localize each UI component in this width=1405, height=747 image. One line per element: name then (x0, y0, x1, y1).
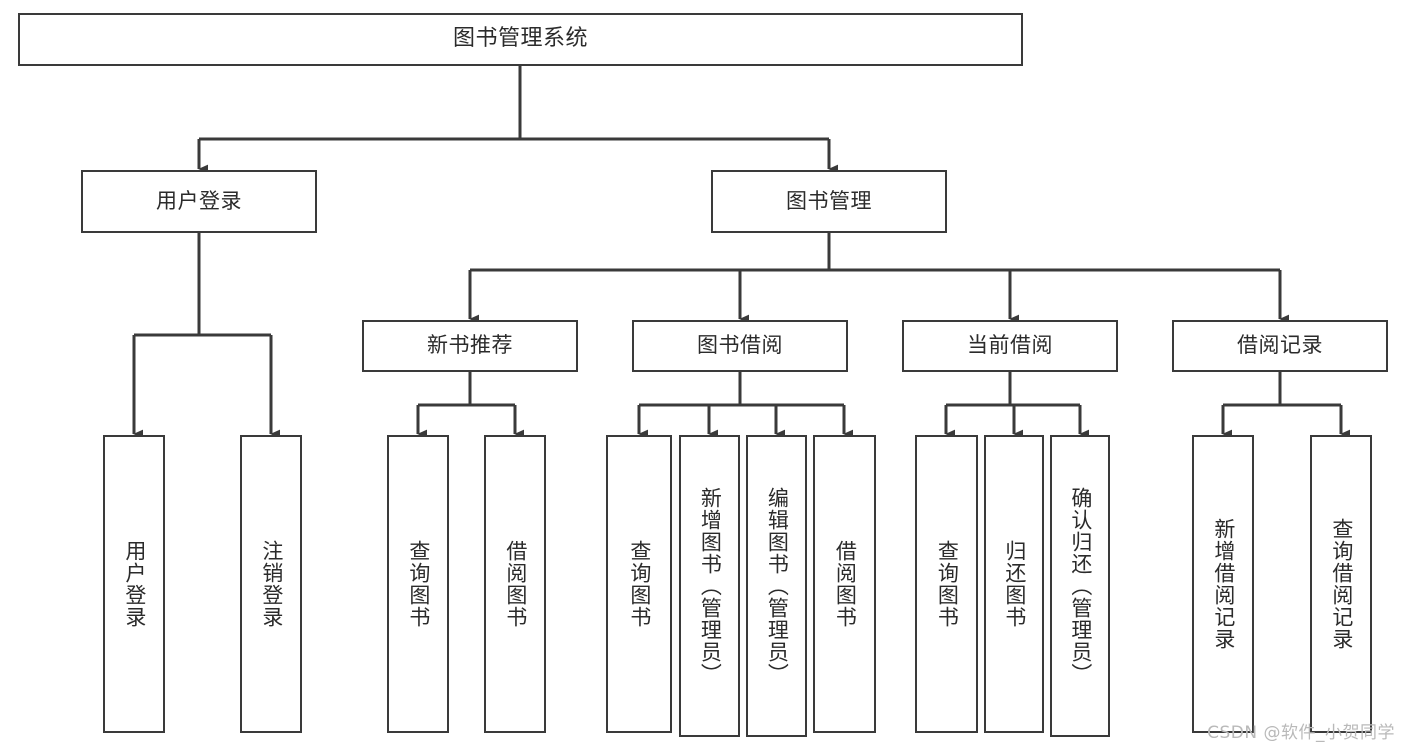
tree-connectors (132, 66, 1351, 439)
node-leaf-3[interactable]: 借阅图书 (484, 435, 546, 733)
node-label: 借阅图书 (833, 540, 858, 628)
node-leaf-1[interactable]: 注销登录 (240, 435, 302, 733)
node-label: 用户登录 (156, 188, 242, 213)
node-leaf-9[interactable]: 归还图书 (984, 435, 1044, 733)
node-label: 注销登录 (259, 540, 284, 628)
node-leaf-12[interactable]: 查询借阅记录 (1310, 435, 1372, 733)
node-leaf-0[interactable]: 用户登录 (103, 435, 165, 733)
node-leaf-8[interactable]: 查询图书 (915, 435, 978, 733)
node-label: 新增图书（管理员） (698, 487, 723, 685)
node-label: 查询借阅记录 (1329, 518, 1354, 650)
node-root[interactable]: 图书管理系统 (18, 13, 1023, 66)
node-label: 查询图书 (406, 540, 431, 628)
node-label: 确认归还（管理员） (1068, 487, 1093, 685)
node-level3-1[interactable]: 图书借阅 (632, 320, 848, 372)
node-label: 用户登录 (122, 540, 147, 628)
node-label: 查询图书 (935, 540, 960, 628)
node-leaf-6[interactable]: 编辑图书（管理员） (746, 435, 807, 737)
node-level3-0[interactable]: 新书推荐 (362, 320, 578, 372)
node-level2-0[interactable]: 用户登录 (81, 170, 317, 233)
node-label: 借阅记录 (1237, 333, 1323, 358)
node-leaf-5[interactable]: 新增图书（管理员） (679, 435, 740, 737)
node-label: 图书借阅 (697, 333, 783, 358)
node-label: 新增借阅记录 (1211, 518, 1236, 650)
node-label: 图书管理 (786, 188, 872, 213)
node-label: 编辑图书（管理员） (765, 487, 790, 685)
node-label: 图书管理系统 (452, 26, 588, 52)
node-leaf-11[interactable]: 新增借阅记录 (1192, 435, 1254, 733)
node-label: 归还图书 (1002, 540, 1027, 628)
node-leaf-2[interactable]: 查询图书 (387, 435, 449, 733)
node-label: 新书推荐 (427, 333, 513, 358)
watermark-text: CSDN @软件_小贺同学 (1207, 723, 1395, 743)
node-leaf-4[interactable]: 查询图书 (606, 435, 672, 733)
node-label: 借阅图书 (503, 540, 528, 628)
node-level3-2[interactable]: 当前借阅 (902, 320, 1118, 372)
node-level2-1[interactable]: 图书管理 (711, 170, 947, 233)
node-leaf-10[interactable]: 确认归还（管理员） (1050, 435, 1110, 737)
node-label: 查询图书 (627, 540, 652, 628)
node-label: 当前借阅 (967, 333, 1053, 358)
node-level3-3[interactable]: 借阅记录 (1172, 320, 1388, 372)
node-leaf-7[interactable]: 借阅图书 (813, 435, 876, 733)
